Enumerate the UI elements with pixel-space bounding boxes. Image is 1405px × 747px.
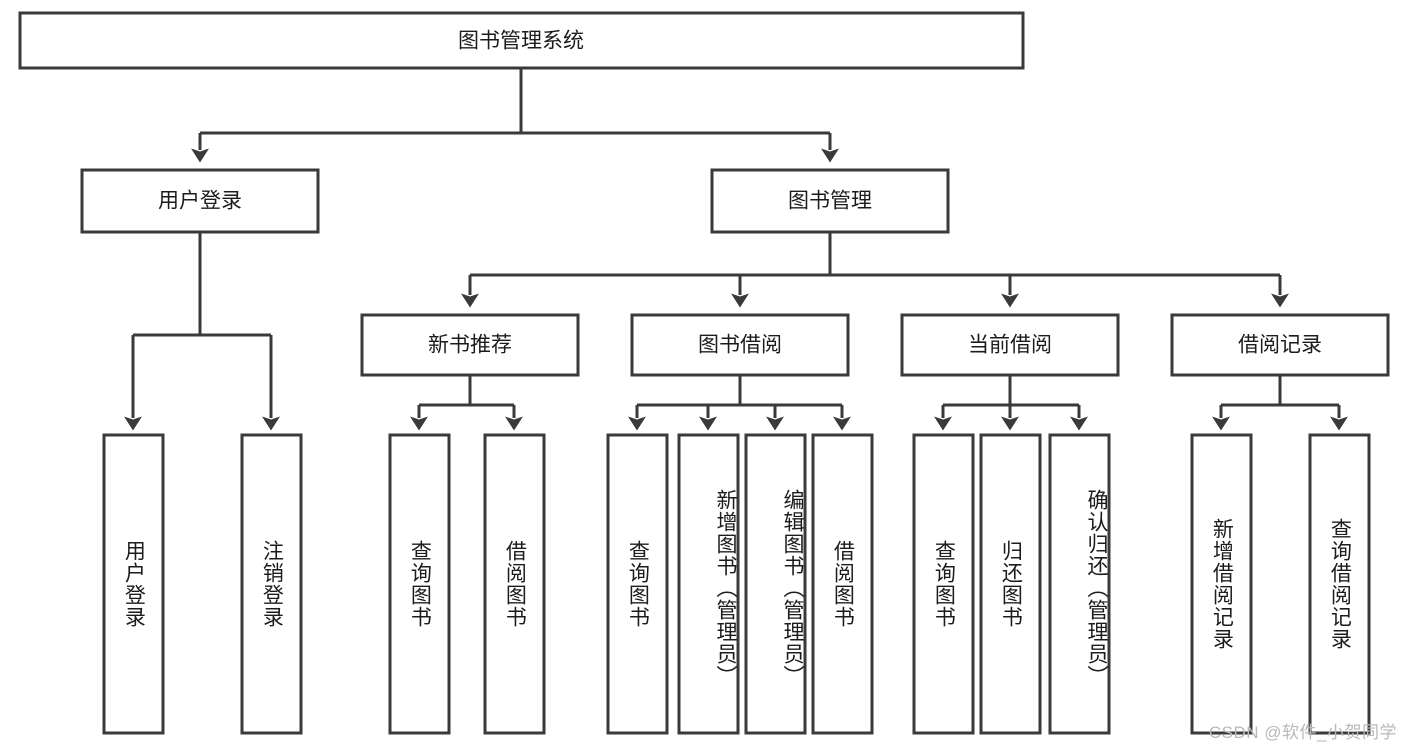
leaf-edit-book-box[interactable] [744, 433, 807, 735]
leaf-add-book-box[interactable] [677, 433, 740, 735]
node-book-borrow-label: 图书借阅 [698, 334, 782, 357]
leaf-borrow-book-2-box[interactable] [811, 433, 874, 735]
watermark: CSDN @软件_小贺同学 [1208, 723, 1397, 742]
node-user-login-label: 用户登录 [158, 190, 242, 213]
leaf-add-record-box[interactable] [1190, 433, 1253, 735]
leaf-query-book-2-box[interactable] [606, 433, 669, 735]
node-new-book-rec[interactable]: 新书推荐 [360, 313, 580, 377]
node-root-label: 图书管理系统 [458, 30, 584, 53]
node-borrow-record-label: 借阅记录 [1238, 334, 1322, 357]
node-user-login-box[interactable] [80, 168, 320, 234]
node-new-book-rec-box[interactable] [360, 313, 580, 377]
leaf-boxes [102, 433, 1371, 735]
node-borrow-record[interactable]: 借阅记录 [1170, 313, 1390, 377]
node-user-login[interactable]: 用户登录 [80, 168, 320, 234]
node-root-box[interactable] [18, 11, 1025, 70]
connectors [124, 68, 1348, 431]
leaf-user-login-box[interactable] [102, 433, 165, 735]
node-book-borrow-box[interactable] [630, 313, 850, 377]
node-current-borrow-box[interactable] [900, 313, 1120, 377]
node-root[interactable]: 图书管理系统 [18, 11, 1025, 70]
node-current-borrow-label: 当前借阅 [968, 334, 1052, 357]
leaf-borrow-book-1-box[interactable] [483, 433, 546, 735]
node-book-manage-box[interactable] [710, 168, 950, 234]
leaf-user-logout-box[interactable] [240, 433, 303, 735]
node-book-manage[interactable]: 图书管理 [710, 168, 950, 234]
leaf-query-book-1-box[interactable] [388, 433, 451, 735]
node-book-borrow[interactable]: 图书借阅 [630, 313, 850, 377]
node-new-book-rec-label: 新书推荐 [428, 334, 512, 357]
leaf-return-book-box[interactable] [979, 433, 1042, 735]
node-book-manage-label: 图书管理 [788, 190, 872, 213]
node-borrow-record-box[interactable] [1170, 313, 1390, 377]
leaf-query-book-3-box[interactable] [912, 433, 975, 735]
leaf-confirm-return-box[interactable] [1048, 433, 1111, 735]
node-current-borrow[interactable]: 当前借阅 [900, 313, 1120, 377]
leaf-query-record-box[interactable] [1308, 433, 1371, 735]
